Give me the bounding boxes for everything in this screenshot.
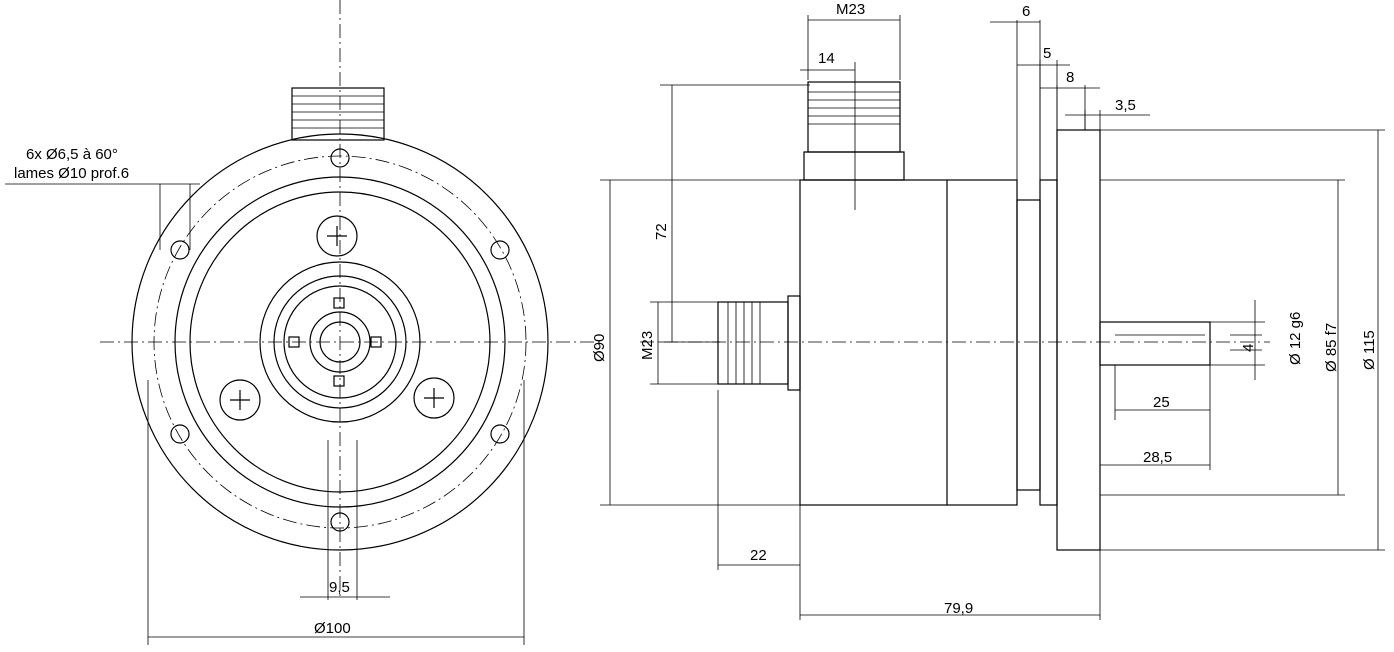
hub: [259, 261, 421, 423]
hole-note-line2: lames Ø10 prof.6: [14, 165, 129, 182]
connector-side: [717, 295, 801, 391]
screws: [219, 215, 455, 421]
dim-diameter-100: Ø100: [314, 620, 351, 637]
dim-72: 72: [653, 223, 670, 240]
dim-d90: Ø90: [591, 334, 608, 362]
flange-plate: [1056, 129, 1101, 551]
dim-28-5: 28,5: [1143, 449, 1172, 466]
flange-outline: [131, 133, 549, 551]
dim-22: 22: [750, 547, 767, 564]
front-view: [5, 0, 600, 645]
dim-6: 6: [1022, 3, 1030, 20]
encoder-body: [799, 179, 1018, 506]
dim-d85: Ø 85 f7: [1323, 323, 1340, 372]
connector-top-side: [803, 81, 905, 181]
dim-d115: Ø 115: [1361, 330, 1378, 370]
dim-m23-side: M23: [639, 331, 656, 360]
dim-8: 8: [1066, 69, 1074, 86]
mounting-holes: [170, 148, 510, 532]
dim-d12: Ø 12 g6: [1287, 312, 1304, 365]
hole-note-line1: 6x Ø6,5 à 60°: [26, 146, 118, 163]
connector-top-front: [291, 87, 385, 141]
dim-79-9: 79,9: [944, 600, 973, 617]
dim-m23-top: M23: [836, 1, 865, 18]
dim-14: 14: [818, 50, 835, 67]
dim-25: 25: [1153, 394, 1170, 411]
side-view: [600, 15, 1385, 620]
dim-3-5: 3,5: [1115, 97, 1136, 114]
shaft: [1099, 321, 1211, 366]
dim-4: 4: [1240, 344, 1257, 352]
dim-key-width: 9,5: [329, 579, 350, 596]
dim-5: 5: [1043, 45, 1051, 62]
